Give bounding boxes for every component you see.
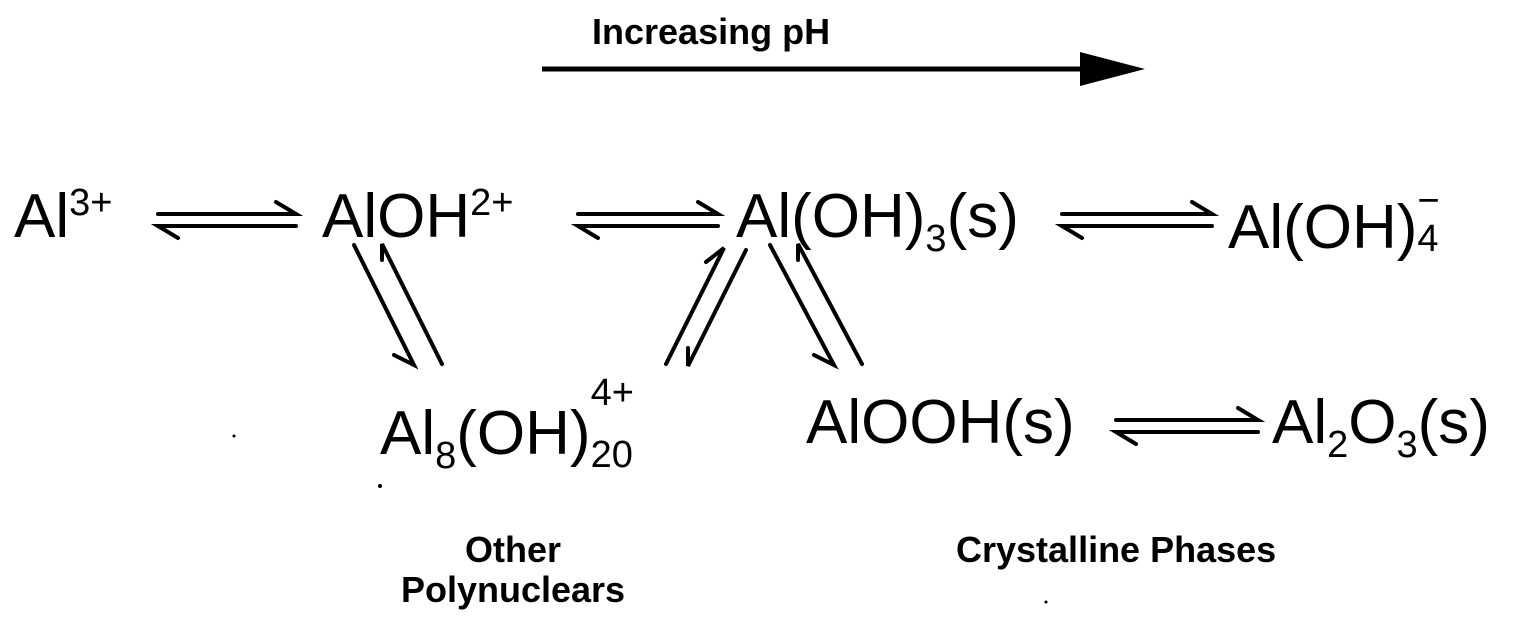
al2o3-base: Al [1272, 388, 1328, 457]
al3-charge: 3+ [69, 182, 113, 224]
equilibrium-al3-aloh [150, 200, 304, 240]
al2o3-sub2: 3 [1396, 424, 1418, 466]
al3-base: Al [14, 182, 70, 251]
caption-polynuclears-line1: Other [464, 529, 561, 570]
aloh4-base: Al(OH) [1228, 193, 1418, 262]
aloh3-phase: (s) [946, 182, 1019, 251]
equilibrium-aloh-al8 [352, 243, 444, 370]
al2o3-mid: O [1348, 388, 1397, 457]
scan-specks [232, 434, 1048, 604]
equilibrium-aloh3-aloh4 [1054, 200, 1220, 240]
aloh3-base: Al(OH) [736, 182, 926, 251]
alooh-text: AlOOH(s) [806, 388, 1075, 457]
equilibrium-aloh3-al8 [664, 246, 748, 367]
species-al8: Al8(OH)4+20 [380, 374, 671, 475]
al2o3-sub: 2 [1327, 424, 1349, 466]
al8-mid: (OH) [456, 399, 591, 468]
equilibrium-aloh-aloh3 [570, 200, 726, 240]
ph-direction-arrow [542, 52, 1145, 86]
aloh-charge: 2+ [470, 182, 514, 224]
species-al3: Al3+ [14, 184, 112, 248]
equilibrium-alooh-al2o3 [1108, 406, 1266, 446]
aloh4-charge: − [1417, 180, 1440, 222]
al8-sub: 8 [435, 435, 457, 477]
caption-polynuclears: Other Polynuclears [388, 529, 638, 611]
species-aloh3: Al(OH)3(s) [736, 186, 1019, 259]
aloh4-sub: 4 [1417, 218, 1439, 260]
increasing-ph-label: Increasing pH [592, 11, 831, 52]
al8-base: Al [380, 399, 436, 468]
species-alooh: AlOOH(s) [806, 392, 1075, 454]
caption-polynuclears-line2: Polynuclears [400, 569, 626, 611]
species-al2o3: Al2O3(s) [1272, 392, 1490, 465]
aloh4-charge-stack: −4 [1417, 182, 1457, 258]
species-aloh4: Al(OH)−4 [1228, 182, 1457, 262]
caption-crystalline: Crystalline Phases [956, 529, 1277, 570]
al8-charge: 4+ [590, 372, 634, 414]
al8-sub2: 20 [590, 434, 633, 476]
al8-charge-stack: 4+20 [591, 374, 671, 474]
aloh3-sub: 3 [925, 218, 947, 260]
species-aloh: AlOH2+ [322, 184, 513, 248]
equilibrium-aloh3-alooh [768, 243, 864, 370]
aloh-base: AlOH [322, 182, 471, 251]
al2o3-phase: (s) [1417, 388, 1490, 457]
